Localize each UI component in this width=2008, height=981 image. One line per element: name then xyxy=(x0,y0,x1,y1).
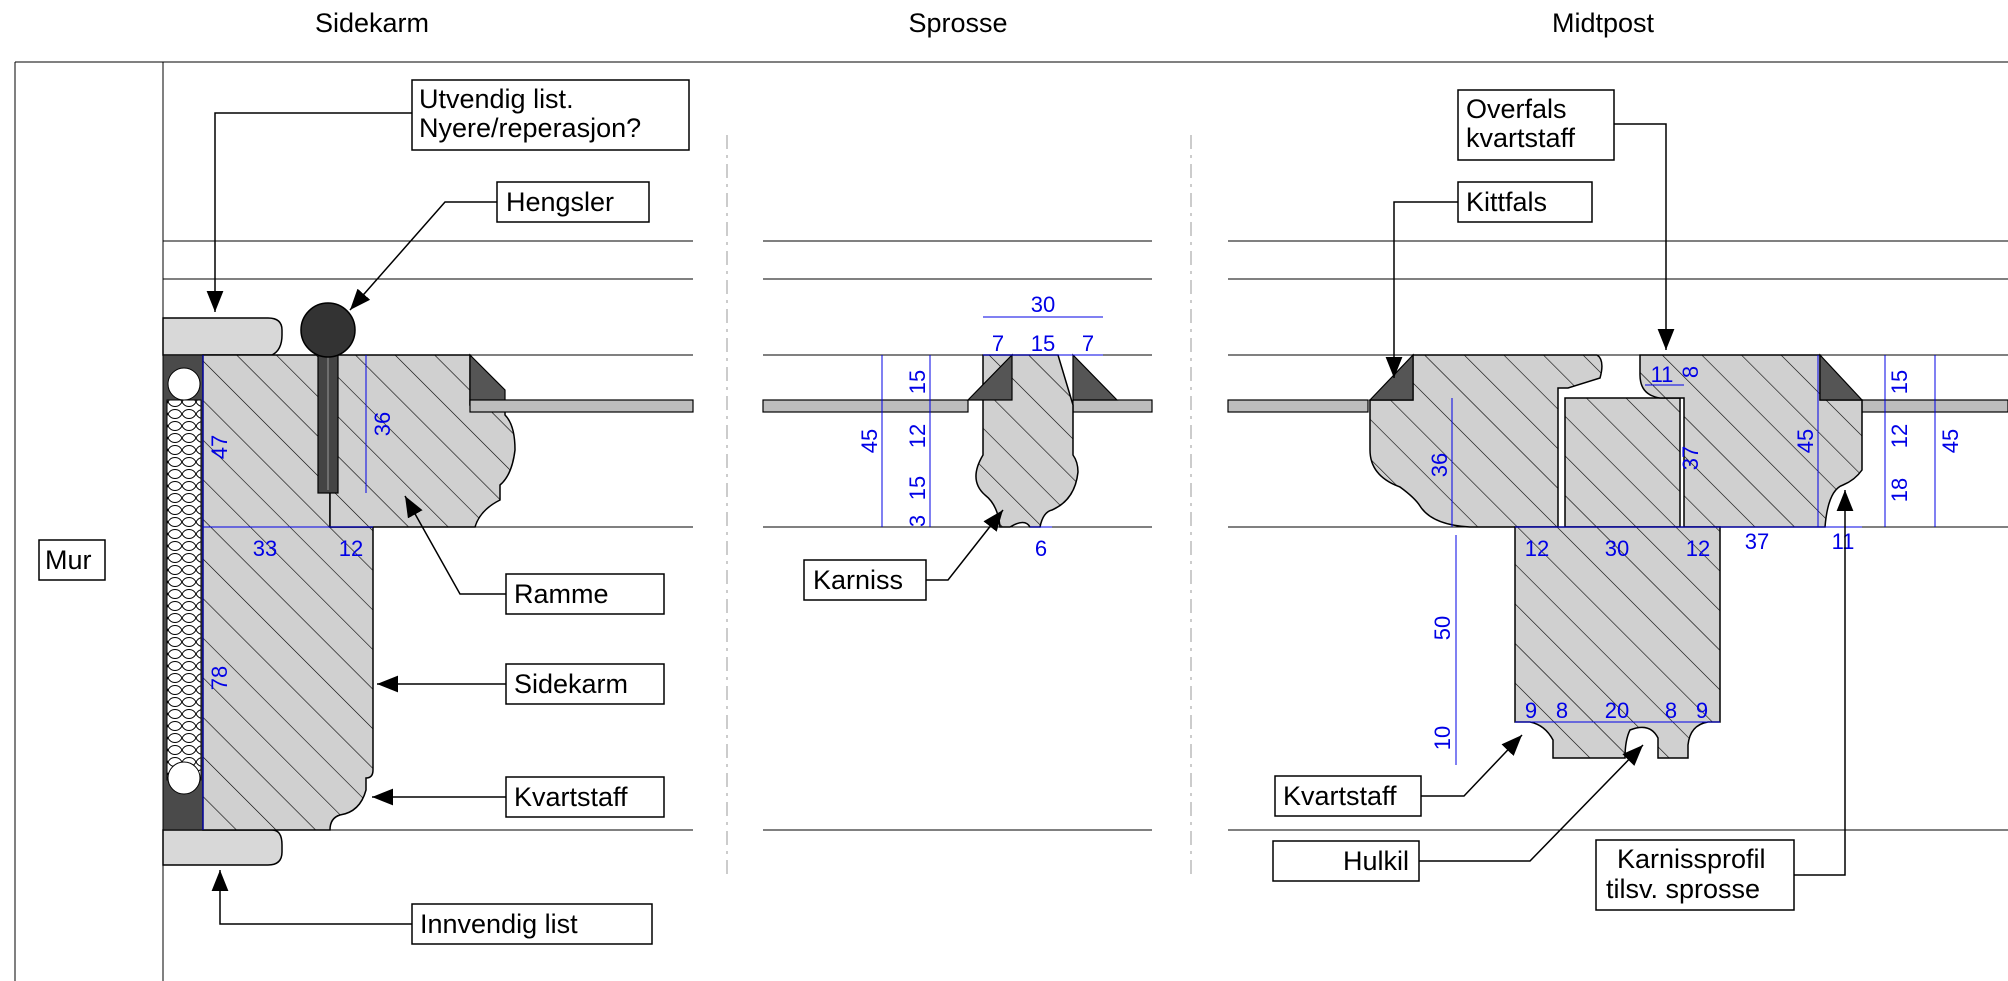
dim-sidekarm-78: 78 xyxy=(207,666,232,690)
callout-ramme: Ramme xyxy=(404,495,665,615)
svg-text:Nyere/reperasjon?: Nyere/reperasjon? xyxy=(419,113,641,143)
sprosse-putty-right xyxy=(1072,353,1119,401)
sprosse-putty-left xyxy=(966,353,1013,401)
svg-text:Utvendig list.: Utvendig list. xyxy=(419,84,574,114)
callout-karniss: Karniss xyxy=(803,509,1004,601)
dim-sprosse-30: 30 xyxy=(1031,292,1055,317)
svg-text:45: 45 xyxy=(1938,429,1963,453)
svg-text:15: 15 xyxy=(1887,370,1912,394)
svg-text:12: 12 xyxy=(1887,424,1912,448)
svg-text:15: 15 xyxy=(905,370,930,394)
svg-text:7: 7 xyxy=(992,331,1004,356)
svg-text:Innvendig list: Innvendig list xyxy=(420,909,578,939)
svg-text:9: 9 xyxy=(1696,698,1708,723)
screw-bottom xyxy=(167,761,201,795)
svg-text:Hengsler: Hengsler xyxy=(506,187,614,217)
midtpost-glass-right xyxy=(1847,399,2008,413)
svg-text:37: 37 xyxy=(1678,446,1703,470)
utvendig-list-shape xyxy=(162,317,283,356)
mur-label: Mur xyxy=(45,545,92,575)
svg-text:8: 8 xyxy=(1678,366,1703,378)
svg-text:tilsv. sprosse: tilsv. sprosse xyxy=(1606,874,1760,904)
midtpost-section xyxy=(1227,353,2008,759)
section-title-midtpost: Midtpost xyxy=(1552,8,1655,38)
callout-kittfals: Kittfals xyxy=(1385,181,1593,378)
section-title-sprosse: Sprosse xyxy=(908,8,1007,38)
section-title-sidekarm: Sidekarm xyxy=(315,8,429,38)
svg-text:6: 6 xyxy=(1035,536,1047,561)
svg-text:Ramme: Ramme xyxy=(514,579,609,609)
callout-overfals-kvartstaff: Overfals kvartstaff xyxy=(1457,89,1675,350)
sprosse-glass-right xyxy=(1072,399,1153,413)
svg-text:Hulkil: Hulkil xyxy=(1343,846,1409,876)
mur-label-box xyxy=(38,539,106,581)
callout-kvartstaff-left: Kvartstaff xyxy=(372,776,665,818)
sprosse-section xyxy=(762,353,1153,528)
dim-sidekarm-36: 36 xyxy=(370,412,395,436)
svg-text:45: 45 xyxy=(1793,429,1818,453)
sprosse-dimensions: 30 7 15 7 45 15 12 15 3 6 xyxy=(857,292,1103,561)
svg-text:12: 12 xyxy=(1525,536,1549,561)
midtpost-center xyxy=(1564,397,1681,528)
midtpost-putty-right xyxy=(1819,353,1864,401)
insulation xyxy=(166,399,202,781)
svg-text:8: 8 xyxy=(1665,698,1677,723)
svg-text:Kvartstaff: Kvartstaff xyxy=(1283,781,1397,811)
callout-hengsler: Hengsler xyxy=(349,181,650,311)
svg-text:11: 11 xyxy=(1832,529,1855,554)
midtpost-left-sash xyxy=(1369,354,1603,528)
svg-text:Karniss: Karniss xyxy=(813,565,903,595)
svg-text:Karnissprofil: Karnissprofil xyxy=(1617,844,1766,874)
svg-text:Overfals: Overfals xyxy=(1466,94,1567,124)
ramme-shape xyxy=(329,354,516,528)
svg-text:37: 37 xyxy=(1745,529,1769,554)
hinge-knuckle xyxy=(300,302,356,358)
midtpost-dimensions: 11 8 36 37 45 15 12 18 45 12 30 12 37 11… xyxy=(1427,355,1963,765)
sidekarm-glass xyxy=(469,399,694,413)
svg-text:Kvartstaff: Kvartstaff xyxy=(514,782,628,812)
screw-top xyxy=(167,367,201,401)
svg-text:9: 9 xyxy=(1525,698,1537,723)
midtpost-glass-left xyxy=(1227,399,1369,413)
svg-text:7: 7 xyxy=(1082,331,1094,356)
callout-sidekarm: Sidekarm xyxy=(377,663,665,705)
sidekarm-frame-shape xyxy=(202,354,374,831)
reference-lines xyxy=(163,240,2008,831)
svg-text:36: 36 xyxy=(1427,453,1452,477)
svg-text:kvartstaff: kvartstaff xyxy=(1466,123,1576,153)
svg-text:20: 20 xyxy=(1605,698,1629,723)
innvendig-list-shape xyxy=(162,829,283,866)
svg-text:11: 11 xyxy=(1651,362,1674,387)
dim-sidekarm-47: 47 xyxy=(207,435,232,459)
sidekarm-section xyxy=(162,302,694,866)
callout-utvendig-list: Utvendig list. Nyere/reperasjon? xyxy=(206,79,690,312)
callout-kvartstaff-right: Kvartstaff xyxy=(1274,734,1523,817)
svg-text:45: 45 xyxy=(857,429,882,453)
svg-text:3: 3 xyxy=(905,515,930,527)
svg-text:10: 10 xyxy=(1430,726,1455,750)
svg-text:8: 8 xyxy=(1556,698,1568,723)
callout-hulkil: Hulkil xyxy=(1272,744,1644,882)
svg-text:15: 15 xyxy=(905,476,930,500)
midtpost-right-sash xyxy=(1639,354,1863,528)
midtpost-putty-left xyxy=(1368,353,1414,401)
callout-innvendig-list: Innvendig list xyxy=(211,870,653,945)
svg-text:15: 15 xyxy=(1031,331,1055,356)
sidekarm-putty xyxy=(469,353,506,406)
svg-text:18: 18 xyxy=(1887,478,1912,502)
svg-text:Sidekarm: Sidekarm xyxy=(514,669,628,699)
svg-text:12: 12 xyxy=(1686,536,1710,561)
midtpost-lower-post xyxy=(1514,526,1721,759)
svg-text:30: 30 xyxy=(1605,536,1629,561)
dim-sidekarm-12: 12 xyxy=(339,536,363,561)
sprosse-glass-left xyxy=(762,399,969,413)
svg-text:50: 50 xyxy=(1430,616,1455,640)
svg-text:Kittfals: Kittfals xyxy=(1466,187,1547,217)
sidekarm-dimensions: 47 36 33 12 78 xyxy=(202,355,395,830)
dim-sidekarm-33: 33 xyxy=(253,536,277,561)
svg-text:12: 12 xyxy=(905,424,930,448)
callout-karnissprofil: Karnissprofil tilsv. sprosse xyxy=(1595,490,1854,911)
